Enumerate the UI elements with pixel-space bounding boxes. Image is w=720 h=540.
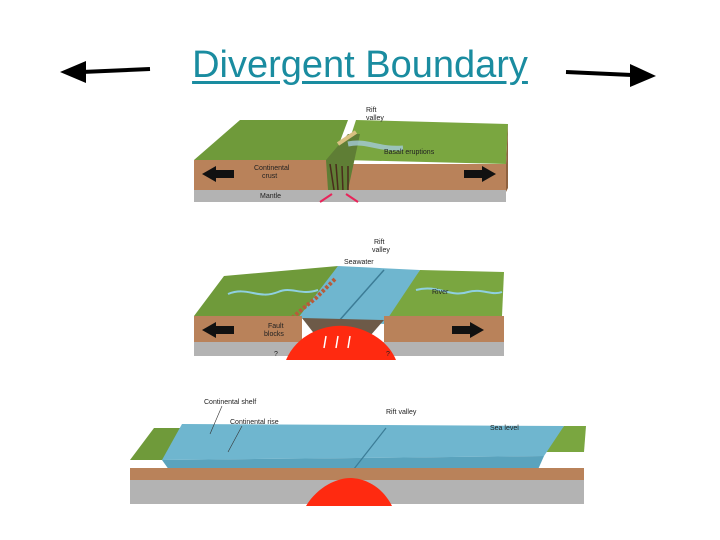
label-continental-crust-line2: crust bbox=[262, 173, 277, 180]
label-fault-blocks-line1: Fault bbox=[268, 323, 284, 330]
label-continental-rise: Continental rise bbox=[230, 419, 279, 426]
label-mantle: Mantle bbox=[260, 193, 281, 200]
right-arrow-icon bbox=[562, 60, 658, 88]
label-continental-crust-line1: Continental bbox=[254, 165, 290, 172]
label-river: River bbox=[432, 289, 449, 296]
label-rift-valley-line1: Rift bbox=[374, 239, 385, 246]
label-continental-shelf: Continental shelf bbox=[204, 399, 256, 406]
crust-block-right bbox=[384, 316, 504, 344]
label-sea-level: Sea level bbox=[490, 425, 519, 432]
magma-upwelling bbox=[286, 326, 396, 360]
label-seawater: Seawater bbox=[344, 259, 374, 266]
label-fault-blocks-line2: blocks bbox=[264, 331, 284, 338]
label-rift-valley-line2: valley bbox=[372, 247, 390, 254]
label-basalt-eruptions: Basalt eruptions bbox=[384, 149, 435, 156]
label-rift-valley-line1: Rift bbox=[366, 107, 377, 114]
panel-young-ocean: Rift valley Seawater River Fault blocks … bbox=[188, 236, 518, 370]
crust-layer bbox=[130, 468, 584, 480]
label-rift-valley: Rift valley bbox=[386, 409, 417, 416]
label-rift-valley-line2: valley bbox=[366, 115, 384, 122]
left-arrow-icon bbox=[58, 58, 154, 86]
panel-continental-rift: Rift valley Basalt eruptions Continental… bbox=[188, 104, 518, 228]
label-question-left: ? bbox=[274, 351, 278, 358]
label-question-right: ? bbox=[386, 351, 390, 358]
panel-mature-ocean: Continental shelf Continental rise Rift … bbox=[124, 394, 588, 508]
land-surface-left bbox=[194, 120, 348, 160]
